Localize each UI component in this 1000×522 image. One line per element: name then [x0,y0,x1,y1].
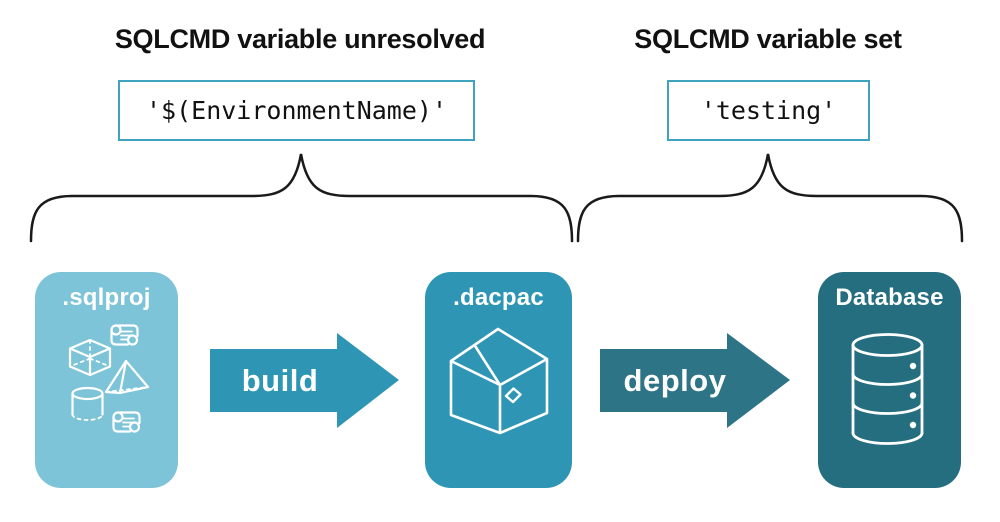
node-sqlproj-label: .sqlproj [62,284,151,311]
brace-overlay [29,153,964,243]
pyramid-icon [104,359,150,395]
build-arrow-label: build [241,362,319,398]
build-arrow: build [210,333,399,428]
database-icon [851,333,924,445]
package-icon [449,327,549,435]
cylinder-icon [71,386,104,421]
code-box-testing-value: 'testing' [667,80,870,141]
deploy-arrow: deploy [600,333,790,428]
scroll-icon [110,324,139,346]
cube-icon [68,338,112,377]
database-icons [851,333,924,445]
code-text-environment-variable: '$(EnvironmentName)' [145,96,448,125]
brace-right-icon [576,153,964,243]
code-box-environment-variable: '$(EnvironmentName)' [118,80,475,141]
node-database: Database [818,272,961,488]
scroll-icon [112,411,141,433]
heading-sqlcmd-unresolved: SQLCMD variable unresolved [114,24,486,54]
dacpac-icons [449,327,549,435]
node-database-label: Database [835,284,944,311]
node-dacpac: .dacpac [425,272,572,488]
sqlproj-icons [68,324,150,433]
brace-left-icon [29,153,574,243]
node-sqlproj: .sqlproj [35,272,178,488]
node-dacpac-label: .dacpac [453,284,544,311]
heading-sqlcmd-set: SQLCMD variable set [634,24,902,54]
code-text-testing-value: 'testing' [700,96,837,125]
deploy-arrow-label: deploy [623,362,727,398]
